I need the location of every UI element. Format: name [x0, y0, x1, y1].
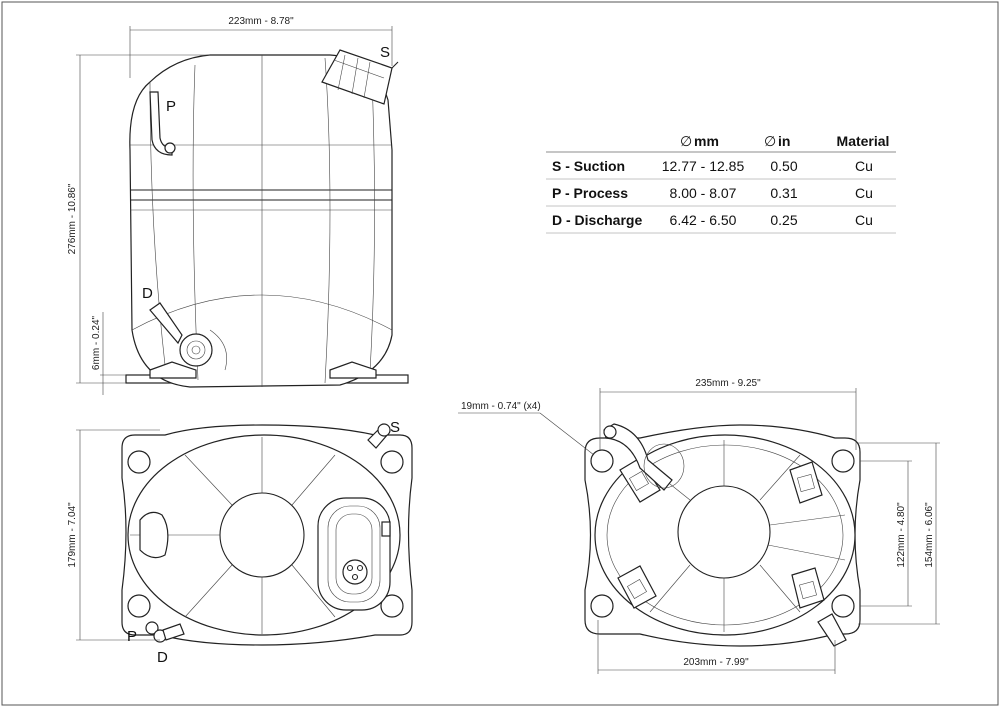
bottom-view-grommet-tr [789, 461, 823, 504]
dim-hole-spacing-inner: 122mm - 4.80" [896, 502, 907, 568]
top-view-hole-bl [127, 594, 151, 618]
side-view-label-process: P [166, 98, 176, 115]
side-view-discharge-tube [149, 302, 227, 371]
table-row-in: 0.25 [770, 212, 797, 228]
side-view-foot-right [329, 361, 377, 379]
bottom-view-tubes [603, 423, 685, 491]
bottom-view-inner-rim [606, 444, 844, 626]
bottom-view-grommet-bl [617, 565, 657, 609]
side-view-suction-connector [321, 49, 399, 105]
side-view-facet-3 [324, 57, 331, 384]
table-row-in: 0.50 [770, 158, 797, 174]
bottom-view-hole-br [831, 594, 855, 618]
bottom-view-hole-tr [831, 449, 855, 473]
table-row: D - Discharge 6.42 - 6.50 0.25 Cu [552, 212, 873, 228]
side-view-process-tube [149, 91, 176, 156]
side-view-foot-left [149, 361, 197, 379]
table-header-material: Material [837, 133, 890, 149]
bottom-view-ribs [639, 440, 846, 632]
connections-table: ∅ mm ∅ in Material S - Suction 12.77 - 1… [546, 133, 896, 234]
table-row-mm: 12.77 - 12.85 [662, 158, 745, 174]
top-view-label-process: P [127, 628, 137, 645]
dim-hole-diameter: 19mm - 0.74" (x4) [461, 401, 541, 412]
dim-base-width: 235mm - 9.25" [695, 378, 761, 389]
top-view-left-housing [139, 511, 169, 559]
table-header-in: in [778, 133, 790, 149]
table-header-mm-symbol: ∅ [680, 133, 692, 149]
top-view-hole-tr [380, 450, 404, 474]
top-view-ribs [130, 437, 336, 634]
bottom-view-hole-bl [590, 594, 614, 618]
top-view-suction-tube [367, 423, 391, 449]
table-row-name: D - Discharge [552, 212, 642, 228]
side-view-label-discharge: D [142, 285, 153, 302]
dim-top-depth: 179mm - 7.04" [67, 502, 78, 568]
table-row: S - Suction 12.77 - 12.85 0.50 Cu [552, 158, 873, 174]
top-view-hole-br [380, 594, 404, 618]
dim-side-height: 276mm - 10.86" [67, 183, 78, 254]
side-view: 223mm - 8.78" 276mm - 10.86" 6mm - 0.24"… [67, 16, 409, 395]
table-row-mm: 6.42 - 6.50 [670, 212, 737, 228]
top-view-pd-tubes [145, 621, 185, 643]
bottom-view-tube-br [817, 613, 847, 647]
dim-base-bottom-width: 203mm - 7.99" [683, 657, 749, 668]
side-view-facet-5 [369, 79, 375, 373]
table-row-material: Cu [855, 158, 873, 174]
dim-hole-spacing-outer: 154mm - 6.06" [924, 502, 935, 568]
side-view-facet-4 [149, 81, 166, 366]
bottom-view-grommet-br [791, 567, 825, 609]
top-view-label-discharge: D [157, 649, 168, 666]
top-view-terminal-box [317, 497, 391, 611]
dim-side-foot: 6mm - 0.24" [91, 315, 102, 370]
dim-side-width: 223mm - 8.78" [228, 16, 294, 27]
table-row-mm: 8.00 - 8.07 [670, 185, 737, 201]
bottom-view: 235mm - 9.25" 203mm - 7.99" 19mm - 0.74"… [458, 378, 940, 674]
table-row-name: P - Process [552, 185, 628, 201]
table-row: P - Process 8.00 - 8.07 0.31 Cu [552, 185, 873, 201]
table-header-mm: mm [694, 133, 719, 149]
top-view: 179mm - 7.04" S P D [67, 419, 413, 666]
bottom-view-grommet-tl [619, 457, 661, 503]
side-view-label-suction: S [380, 44, 390, 61]
top-view-hole-tl [127, 450, 151, 474]
table-row-material: Cu [855, 185, 873, 201]
table-row-in: 0.31 [770, 185, 797, 201]
table-row-name: S - Suction [552, 158, 625, 174]
table-header-in-symbol: ∅ [764, 133, 776, 149]
table-row-material: Cu [855, 212, 873, 228]
top-view-label-suction: S [390, 419, 400, 436]
bottom-view-hole-tl [590, 449, 614, 473]
